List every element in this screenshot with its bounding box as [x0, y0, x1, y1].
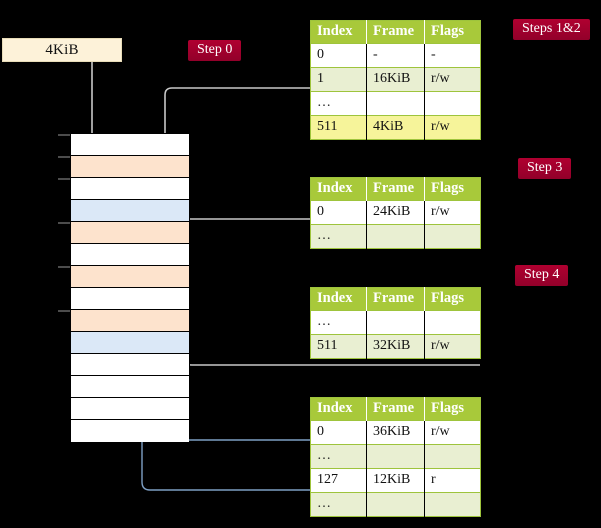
table-row: …: [310, 224, 481, 249]
entry-frame: 24KiB: [366, 200, 425, 225]
col-header-flags: Flags: [424, 397, 481, 421]
frame-tick: [58, 222, 70, 224]
col-header-index: Index: [310, 177, 367, 201]
col-header-flags: Flags: [424, 287, 481, 311]
table-row: …: [310, 91, 481, 116]
step-badge-1-2: Steps 1&2: [513, 19, 590, 40]
entry-frame: 36KiB: [366, 420, 425, 445]
col-header-flags: Flags: [424, 20, 481, 44]
col-header-frame: Frame: [366, 397, 425, 421]
frame-row: [71, 134, 189, 156]
frame-row: [71, 156, 189, 178]
entry-frame: 12KiB: [366, 468, 425, 493]
entry-frame: 16KiB: [366, 67, 425, 92]
frame-row: [71, 244, 189, 266]
table-row: …: [310, 310, 481, 335]
entry-index: …: [310, 492, 367, 517]
frame-row: [71, 420, 189, 442]
entry-flags: [424, 310, 481, 335]
entry-flags: r/w: [424, 67, 481, 92]
entry-frame: [366, 310, 425, 335]
entry-frame: [366, 444, 425, 469]
entry-index: …: [310, 224, 367, 249]
frame-tick: [58, 266, 70, 268]
col-header-index: Index: [310, 397, 367, 421]
col-header-index: Index: [310, 20, 367, 44]
col-header-frame: Frame: [366, 20, 425, 44]
entry-index: 511: [310, 334, 367, 359]
entry-index: …: [310, 91, 367, 116]
col-header-frame: Frame: [366, 177, 425, 201]
entry-flags: [424, 91, 481, 116]
col-header-flags: Flags: [424, 177, 481, 201]
entry-index: 1: [310, 67, 367, 92]
entry-index: …: [310, 310, 367, 335]
entry-flags: r/w: [424, 334, 481, 359]
frame-row: [71, 200, 189, 222]
frame-row: [71, 222, 189, 244]
virtual-address-box: 4KiB: [2, 38, 122, 62]
frame-tick: [58, 178, 70, 180]
step-badge-3: Step 3: [518, 158, 572, 179]
frame-row: [71, 332, 189, 354]
entry-flags: -: [424, 43, 481, 68]
frame-row: [71, 310, 189, 332]
col-header-frame: Frame: [366, 287, 425, 311]
frame-row: [71, 398, 189, 420]
vaddr-label: 4KiB: [45, 41, 79, 58]
frame-row: [71, 376, 189, 398]
entry-flags: r: [424, 468, 481, 493]
entry-flags: r/w: [424, 115, 481, 140]
entry-frame: 32KiB: [366, 334, 425, 359]
step-badge-0: Step 0: [188, 40, 242, 61]
entry-frame: [366, 91, 425, 116]
entry-index: 511: [310, 115, 367, 140]
table-row: …: [310, 444, 481, 469]
frame-row: [71, 266, 189, 288]
physical-frame-column: [70, 133, 190, 442]
entry-frame: [366, 492, 425, 517]
entry-flags: r/w: [424, 420, 481, 445]
entry-flags: [424, 444, 481, 469]
frame-row: [71, 354, 189, 376]
table-row: 0--: [310, 43, 481, 68]
frame-row: [71, 288, 189, 310]
entry-frame: 4KiB: [366, 115, 425, 140]
entry-index: …: [310, 444, 367, 469]
entry-index: 0: [310, 200, 367, 225]
entry-frame: -: [366, 43, 425, 68]
entry-frame: [366, 224, 425, 249]
entry-flags: [424, 224, 481, 249]
step-badge-4: Step 4: [515, 265, 569, 286]
table-row: …: [310, 492, 481, 517]
frame-row: [71, 178, 189, 200]
entry-flags: [424, 492, 481, 517]
entry-index: 0: [310, 43, 367, 68]
frame-tick: [58, 156, 70, 158]
frame-tick: [58, 310, 70, 312]
entry-flags: r/w: [424, 200, 481, 225]
frame-tick: [58, 134, 70, 136]
col-header-index: Index: [310, 287, 367, 311]
entry-index: 127: [310, 468, 367, 493]
entry-index: 0: [310, 420, 367, 445]
